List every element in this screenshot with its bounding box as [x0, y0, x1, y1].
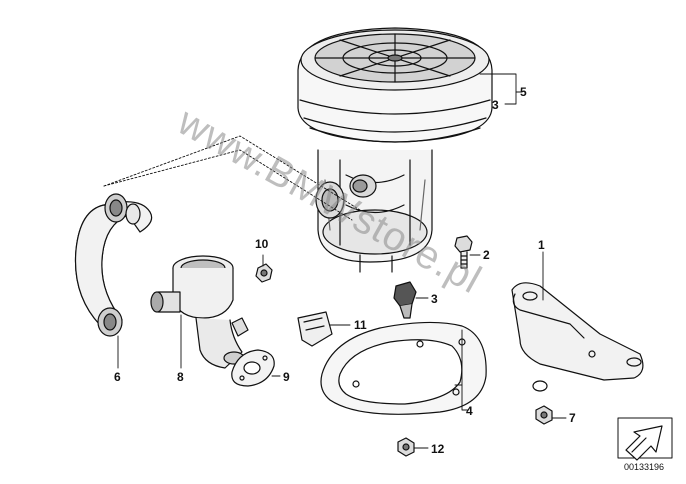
callout-1: 1	[538, 238, 545, 252]
mounting-bracket	[511, 282, 644, 392]
hex-bolt	[454, 235, 473, 269]
nut-12	[397, 437, 415, 457]
callout-6: 6	[114, 370, 121, 384]
secondary-air-pump	[297, 27, 493, 273]
check-valve	[150, 255, 249, 369]
nut-small	[255, 263, 273, 283]
rubber-mount	[393, 281, 417, 319]
direction-arrow-icon	[625, 425, 663, 461]
gasket	[231, 349, 275, 387]
callout-8: 8	[177, 370, 184, 384]
callout-7: 7	[569, 411, 576, 425]
leader-lines	[103, 73, 567, 449]
callout-labels: 1 2 3 3 4 5 6 7 8 9 10 11 12	[114, 85, 576, 456]
bracket-plate	[320, 321, 487, 415]
callout-11: 11	[354, 318, 367, 332]
nut-7	[535, 405, 553, 425]
callout-5: 5	[520, 85, 527, 99]
callout-12: 12	[431, 442, 445, 456]
callout-9: 9	[283, 370, 290, 384]
orientation-box	[617, 417, 673, 461]
doc-number: 00133196	[624, 462, 664, 472]
callout-10: 10	[255, 237, 269, 251]
clip	[297, 311, 333, 347]
callout-3-mount: 3	[431, 292, 438, 306]
air-hose	[74, 193, 153, 337]
callout-3-pump: 3	[492, 98, 499, 112]
callout-4: 4	[466, 404, 473, 418]
callout-2: 2	[483, 248, 490, 262]
